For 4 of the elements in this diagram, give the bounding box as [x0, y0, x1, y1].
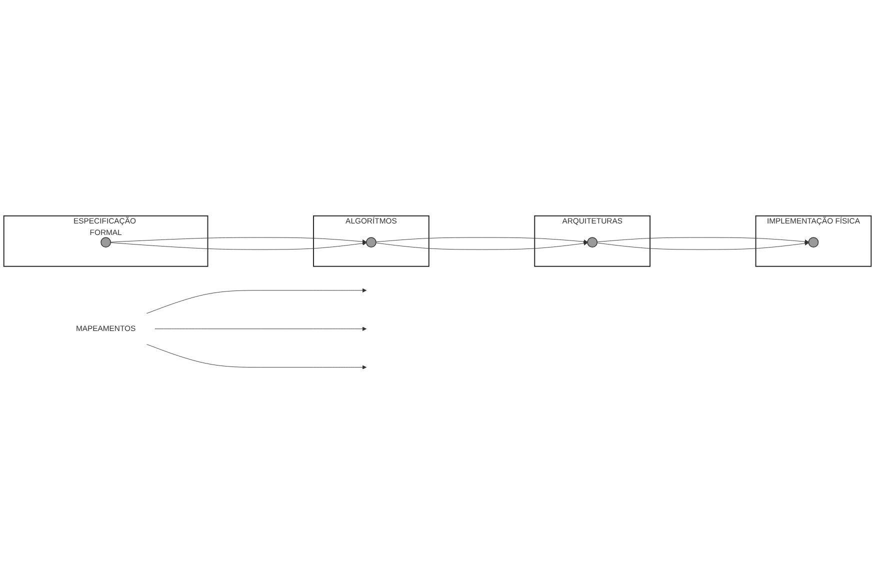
node-blob: [808, 237, 819, 248]
node-blob: [587, 237, 598, 248]
node-blob: [366, 237, 376, 248]
node-blob: [100, 237, 111, 248]
